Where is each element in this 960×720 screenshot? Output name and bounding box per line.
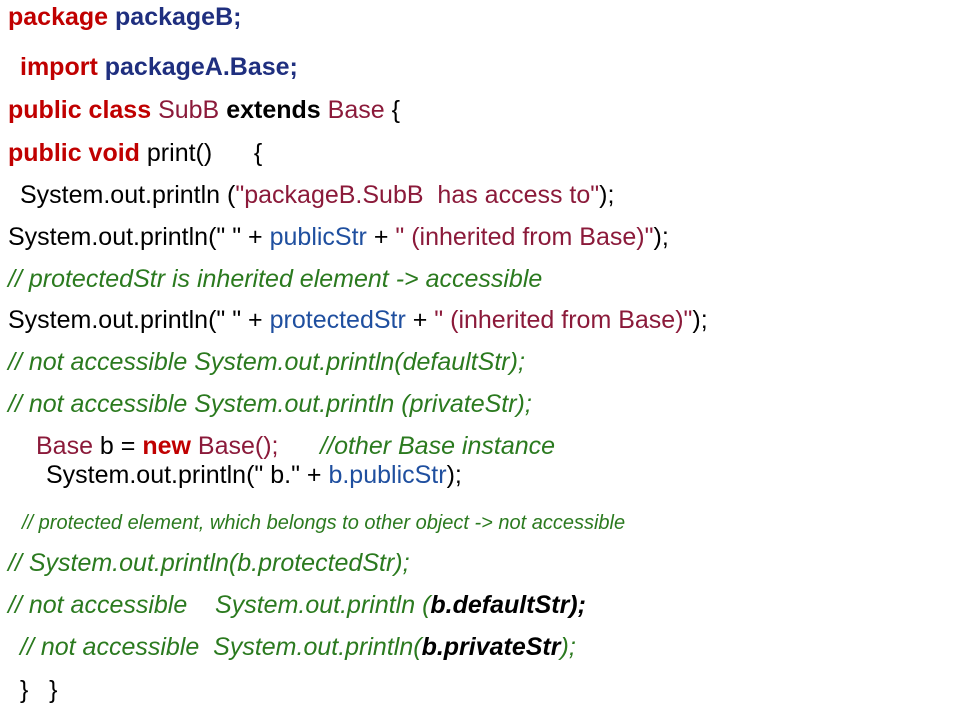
- keyword-import: import: [20, 53, 98, 81]
- method-name: print(): [146, 139, 213, 167]
- comment-end: );: [560, 633, 576, 661]
- call-end: );: [446, 461, 462, 489]
- call-end: );: [692, 306, 708, 334]
- comment-text: // not accessible System.out.println(: [20, 633, 422, 661]
- string-literal: " (inherited from Base)": [395, 223, 654, 251]
- keyword-public-void: public void: [8, 139, 140, 167]
- code-comment-protected-other-object: // protected element, which belongs to o…: [22, 512, 626, 534]
- assignment: b =: [92, 432, 143, 460]
- println-call: System.out.println(" " +: [8, 306, 270, 334]
- println-call: System.out.println (: [20, 181, 236, 209]
- code-comment-private-not-accessible: // not accessible System.out.println (pr…: [8, 390, 532, 418]
- code-line-println-1: System.out.println ("packageB.SubB has a…: [20, 180, 614, 210]
- constructor-call: Base();: [190, 432, 279, 460]
- method-open-brace: {: [253, 139, 263, 167]
- inline-comment: //other Base instance: [320, 432, 556, 460]
- code-comment-b-protected: // System.out.println(b.protectedStr);: [8, 549, 410, 577]
- variable-publicStr: publicStr: [269, 223, 367, 251]
- closing-braces: } }: [20, 676, 58, 704]
- base-class-name: Base: [327, 96, 385, 124]
- string-literal: " (inherited from Base)": [434, 306, 693, 334]
- variable-b-publicStr: b.publicStr: [328, 461, 447, 489]
- type-base: Base: [36, 432, 93, 460]
- code-line-new-base: Base b = new Base(); //other Base instan…: [36, 431, 555, 461]
- comment-text: // not accessible System.out.println (: [8, 591, 431, 619]
- open-brace: {: [391, 96, 400, 124]
- class-name: SubB: [158, 96, 220, 124]
- code-line-println-b-public: System.out.println(" b." + b.publicStr);: [46, 460, 462, 490]
- code-line-println-protected: System.out.println(" " + protectedStr + …: [8, 305, 708, 335]
- bold-expression: b.privateStr: [421, 633, 561, 661]
- call-end: );: [599, 181, 615, 209]
- keyword-package: package: [8, 3, 109, 31]
- println-call: System.out.println(" b." +: [46, 461, 329, 489]
- package-name: packageB;: [115, 3, 242, 31]
- call-end: );: [653, 223, 669, 251]
- plus-operator: +: [366, 223, 396, 251]
- code-comment-b-default: // not accessible System.out.println (b.…: [8, 590, 586, 620]
- keyword-public-class: public class: [8, 96, 152, 124]
- code-comment-protected-accessible: // protectedStr is inherited element -> …: [8, 265, 543, 293]
- code-line-class-decl: public class SubB extends Base {: [8, 95, 400, 125]
- import-name: packageA.Base;: [104, 53, 298, 81]
- variable-protectedStr: protectedStr: [269, 306, 406, 334]
- keyword-new: new: [142, 432, 191, 460]
- code-line-import: import packageA.Base;: [20, 52, 298, 82]
- code-line-println-public: System.out.println(" " + publicStr + " (…: [8, 222, 669, 252]
- keyword-extends: extends: [226, 96, 321, 124]
- plus-operator: +: [405, 306, 435, 334]
- code-line-method-decl: public void print() {: [8, 138, 262, 168]
- string-literal: "packageB.SubB has access to": [235, 181, 600, 209]
- bold-expression: b.defaultStr);: [430, 591, 586, 619]
- code-comment-default-not-accessible: // not accessible System.out.println(def…: [8, 348, 525, 376]
- println-call: System.out.println(" " +: [8, 223, 270, 251]
- code-line-package: package packageB;: [8, 2, 241, 32]
- code-comment-b-private: // not accessible System.out.println(b.p…: [20, 632, 576, 662]
